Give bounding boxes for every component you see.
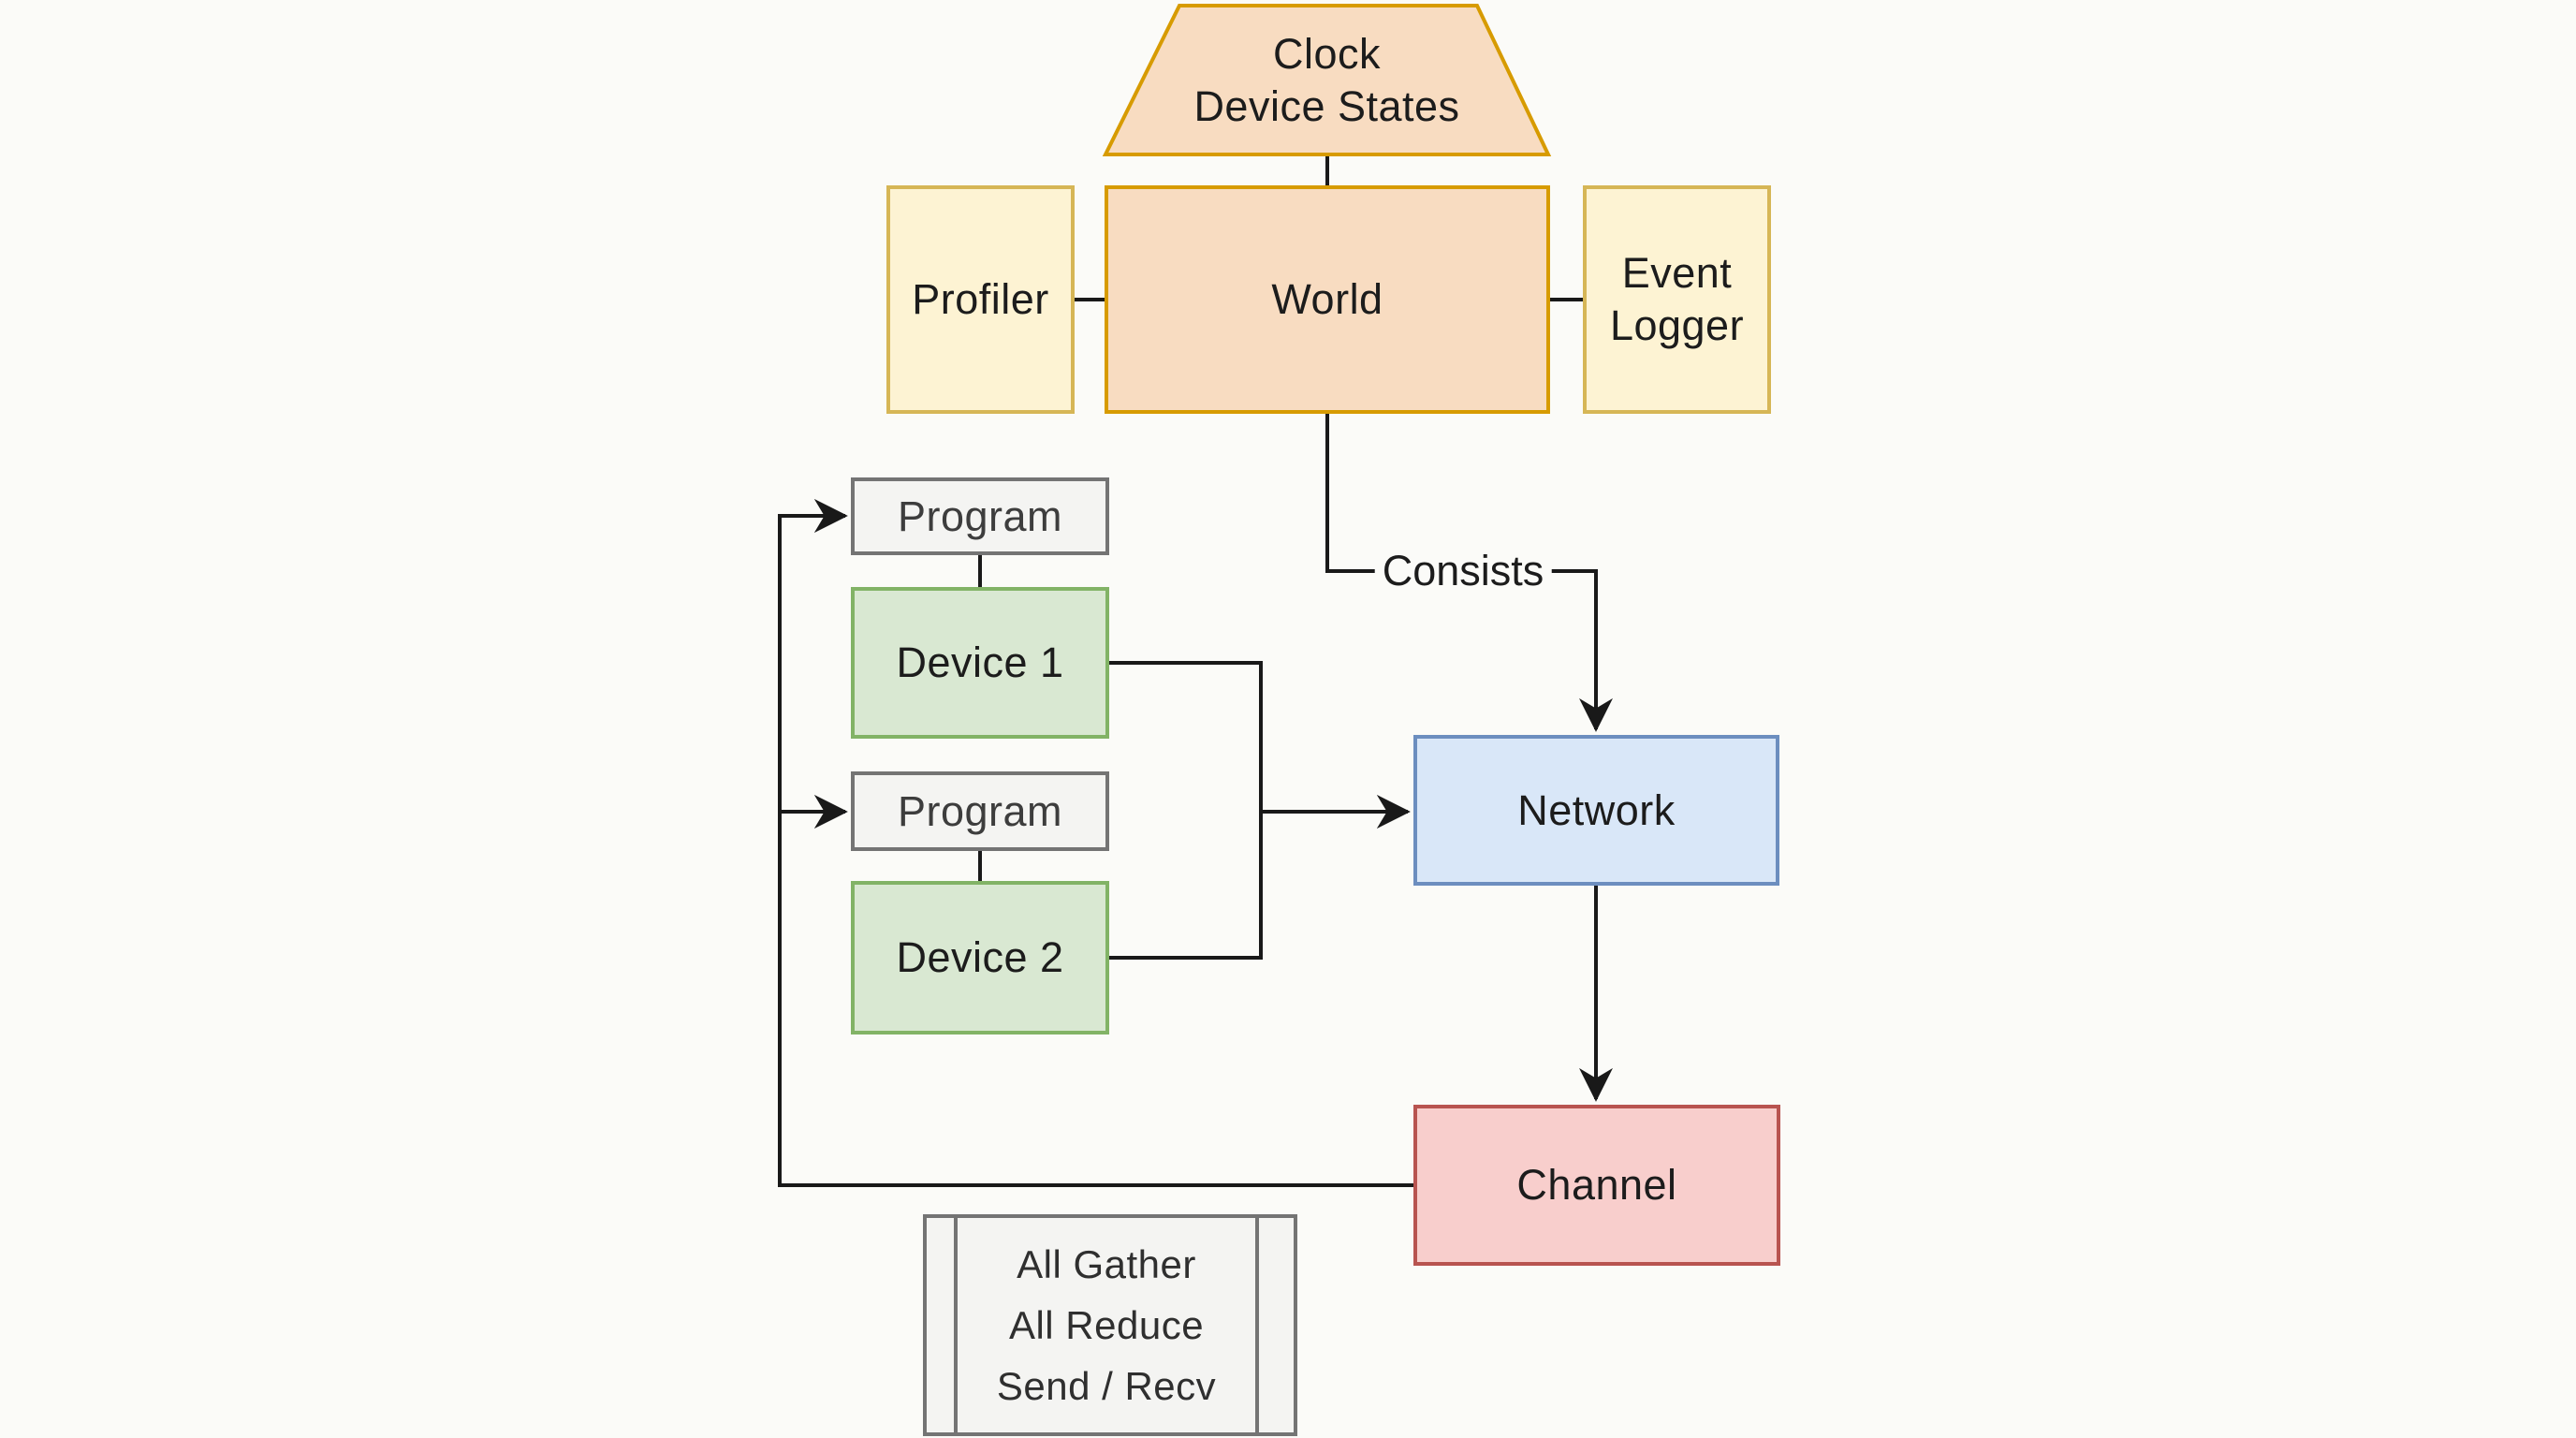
node-event-logger-shape [1583, 185, 1771, 414]
node-channel-shape [1413, 1105, 1780, 1266]
edge-consists-label: Consists [1374, 545, 1552, 597]
node-collective-ops-shape [923, 1214, 1297, 1436]
node-program2-shape [851, 771, 1109, 851]
node-clock-device-states-shape [1102, 4, 1552, 156]
node-profiler-shape [886, 185, 1075, 414]
node-program1-shape [851, 477, 1109, 555]
node-device2-shape [851, 881, 1109, 1034]
node-device1-shape [851, 587, 1109, 739]
node-network-shape [1413, 735, 1779, 886]
node-world-shape [1105, 185, 1550, 414]
edge-devices-trunk [1107, 661, 1263, 960]
edge-channel-program1-loop [778, 499, 1415, 1187]
